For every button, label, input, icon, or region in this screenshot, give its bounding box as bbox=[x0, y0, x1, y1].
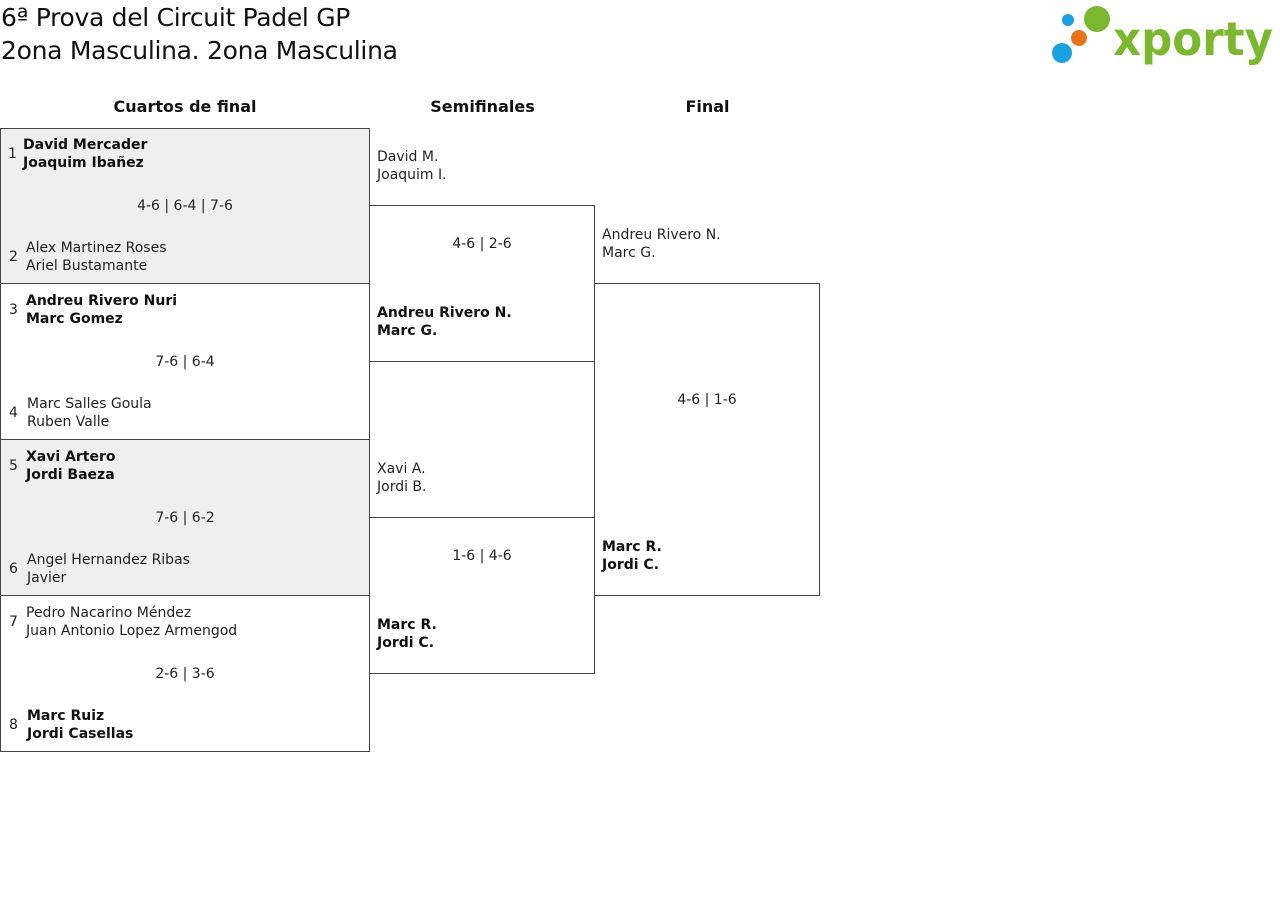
match-score: 2-6 | 3-6 bbox=[155, 666, 215, 682]
quarterfinal-match-4[interactable]: 7 Pedro Nacarino Méndez Juan Antonio Lop… bbox=[0, 595, 370, 752]
team-4[interactable]: Marc Salles Goula Ruben Valle bbox=[27, 395, 152, 431]
seed-number: 8 bbox=[9, 717, 18, 733]
player-name: Joaquim I. bbox=[377, 167, 447, 183]
round-heading-quarterfinals: Cuartos de final bbox=[113, 97, 257, 116]
player-name: Jordi C. bbox=[602, 557, 660, 573]
final-team-top[interactable]: Andreu Rivero N. Marc G. bbox=[602, 226, 721, 262]
semifinal-match-2[interactable]: 1-6 | 4-6 Marc R. Jordi C. bbox=[369, 517, 595, 674]
seed-number: 1 bbox=[8, 146, 17, 162]
player-name: David M. bbox=[377, 149, 439, 165]
player-name: Andreu Rivero Nuri bbox=[26, 293, 178, 309]
team-2[interactable]: Alex Martinez Roses Ariel Bustamante bbox=[26, 239, 167, 275]
player-name: Jordi Casellas bbox=[27, 726, 134, 742]
round-heading-semifinals: Semifinales bbox=[430, 97, 535, 116]
category-title: 2ona Masculina. 2ona Masculina bbox=[1, 36, 398, 65]
player-name: Marc Salles Goula bbox=[27, 396, 152, 412]
player-name: Marc R. bbox=[377, 617, 437, 633]
player-name: Andreu Rivero N. bbox=[602, 227, 721, 243]
match-score: 7-6 | 6-2 bbox=[155, 510, 215, 526]
team-7[interactable]: Pedro Nacarino Méndez Juan Antonio Lopez… bbox=[26, 604, 237, 640]
player-name: Jordi B. bbox=[377, 479, 427, 495]
player-name: Pedro Nacarino Méndez bbox=[26, 605, 192, 621]
team-1[interactable]: David Mercader Joaquim Ibañez bbox=[23, 136, 147, 172]
quarterfinal-match-1[interactable]: 1 David Mercader Joaquim Ibañez 4-6 | 6-… bbox=[0, 128, 370, 284]
match-score: 1-6 | 4-6 bbox=[452, 548, 512, 564]
player-name: Andreu Rivero N. bbox=[377, 305, 512, 321]
semifinal-1-team-bottom[interactable]: Andreu Rivero N. Marc G. bbox=[377, 304, 512, 340]
player-name: Xavi A. bbox=[377, 461, 426, 477]
player-name: Marc Gomez bbox=[26, 311, 123, 327]
match-score: 7-6 | 6-4 bbox=[155, 354, 215, 370]
seed-number: 3 bbox=[9, 302, 18, 318]
final-match[interactable]: 4-6 | 1-6 Marc R. Jordi C. bbox=[594, 283, 820, 596]
logo-dot-green bbox=[1084, 6, 1110, 32]
logo-dot-blue-small bbox=[1062, 14, 1074, 26]
round-heading-final: Final bbox=[685, 97, 730, 116]
seed-number: 4 bbox=[9, 405, 18, 421]
player-name: Marc Ruiz bbox=[27, 708, 105, 724]
team-5[interactable]: Xavi Artero Jordi Baeza bbox=[26, 448, 116, 484]
xporty-logo[interactable]: xporty bbox=[1050, 4, 1276, 66]
quarterfinal-match-3[interactable]: 5 Xavi Artero Jordi Baeza 7-6 | 6-2 6 An… bbox=[0, 439, 370, 596]
seed-number: 2 bbox=[9, 249, 18, 265]
player-name: Ariel Bustamante bbox=[26, 258, 148, 274]
match-score: 4-6 | 1-6 bbox=[677, 392, 737, 408]
player-name: Jordi Baeza bbox=[26, 467, 115, 483]
player-name: Angel Hernandez Ribas bbox=[27, 552, 190, 568]
seed-number: 6 bbox=[9, 561, 18, 577]
match-score: 4-6 | 6-4 | 7-6 bbox=[137, 198, 233, 214]
player-name: Marc G. bbox=[377, 323, 438, 339]
tournament-title: 6ª Prova del Circuit Padel GP bbox=[1, 3, 351, 32]
quarterfinal-match-2[interactable]: 3 Andreu Rivero Nuri Marc Gomez 7-6 | 6-… bbox=[0, 283, 370, 440]
player-name: Ruben Valle bbox=[27, 414, 110, 430]
player-name: David Mercader bbox=[23, 137, 148, 153]
match-score: 4-6 | 2-6 bbox=[452, 236, 512, 252]
logo-dot-orange bbox=[1071, 30, 1087, 46]
team-8[interactable]: Marc Ruiz Jordi Casellas bbox=[27, 707, 133, 743]
team-3[interactable]: Andreu Rivero Nuri Marc Gomez bbox=[26, 292, 177, 328]
semifinal-match-1[interactable]: 4-6 | 2-6 Andreu Rivero N. Marc G. bbox=[369, 205, 595, 362]
player-name: Jordi C. bbox=[377, 635, 435, 651]
player-name: Alex Martinez Roses bbox=[26, 240, 167, 256]
player-name: Javier bbox=[27, 570, 67, 586]
logo-wordmark: xporty bbox=[1113, 12, 1273, 66]
player-name: Xavi Artero bbox=[26, 449, 116, 465]
final-team-bottom[interactable]: Marc R. Jordi C. bbox=[602, 538, 662, 574]
semifinal-2-team-bottom[interactable]: Marc R. Jordi C. bbox=[377, 616, 437, 652]
player-name: Marc R. bbox=[602, 539, 662, 555]
player-name: Juan Antonio Lopez Armengod bbox=[26, 623, 238, 639]
player-name: Joaquim Ibañez bbox=[23, 155, 144, 171]
semifinal-2-team-top[interactable]: Xavi A. Jordi B. bbox=[377, 460, 427, 496]
seed-number: 7 bbox=[9, 614, 18, 630]
seed-number: 5 bbox=[9, 458, 18, 474]
team-6[interactable]: Angel Hernandez Ribas Javier bbox=[27, 551, 190, 587]
semifinal-1-team-top[interactable]: David M. Joaquim I. bbox=[377, 148, 447, 184]
logo-dot-blue bbox=[1052, 43, 1072, 63]
player-name: Marc G. bbox=[602, 245, 656, 261]
